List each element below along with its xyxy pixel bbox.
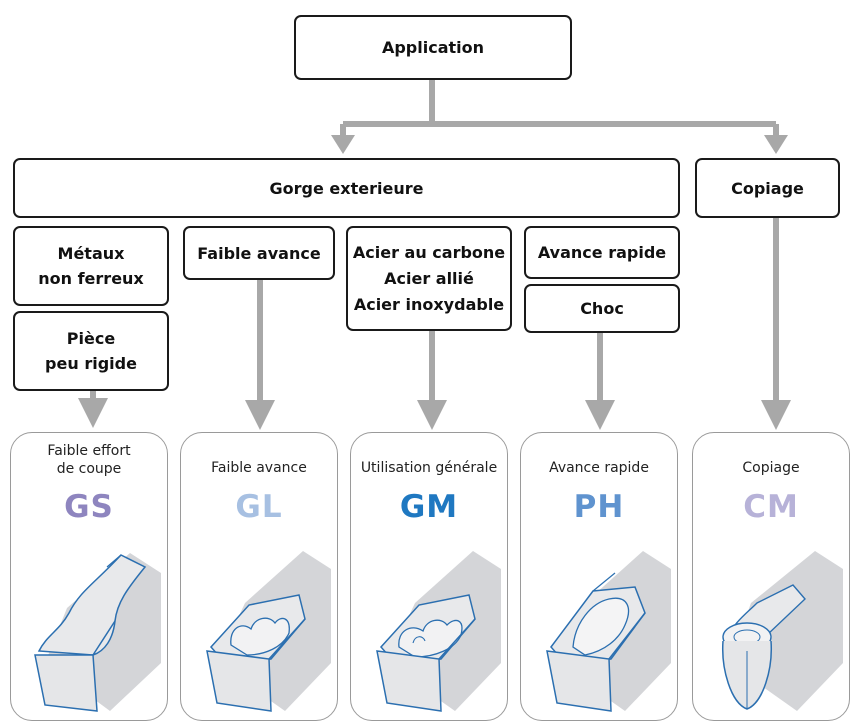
condition-line: peu rigide (45, 354, 137, 373)
low-feed-box: Faible avance (183, 226, 335, 280)
card-label-line: Faible avance (211, 460, 307, 476)
card-gl: Faible avance GL (180, 432, 338, 721)
card-label: Faible avance (181, 459, 337, 477)
condition-line: Avance rapide (537, 243, 667, 262)
chipbreaker-code: GL (235, 489, 283, 525)
card-label: Utilisation générale (351, 459, 507, 477)
card-label-line: Utilisation générale (360, 460, 498, 476)
condition-line: Acier allié (384, 268, 474, 288)
chipbreaker-code: PH (573, 489, 625, 525)
application-box: Application (294, 15, 572, 80)
condition-line: Pièce (66, 329, 116, 348)
arrow-head (245, 400, 275, 430)
copying-label: Copiage (731, 178, 804, 198)
arrow-head (585, 400, 615, 430)
card-label-line: de coupe (56, 461, 122, 477)
arrow-head (761, 400, 791, 430)
high-feed-box: Avance rapide (524, 226, 680, 279)
chipbreaker-code: CM (743, 489, 799, 525)
card-label-line: Faible effort (47, 443, 131, 459)
arrow-head (331, 135, 355, 154)
card-ph: Avance rapide PH (520, 432, 678, 721)
application-label: Application (381, 38, 485, 57)
card-gs: Faible effort de coupe GS (10, 432, 168, 721)
gm-insert-illustration (376, 551, 501, 712)
arrow-head (417, 400, 447, 430)
card-cm: Copiage CM (692, 432, 850, 721)
card-label: Copiage (693, 459, 849, 477)
condition-line: Choc (580, 299, 624, 318)
copying-box: Copiage (695, 158, 840, 218)
card-gm: Utilisation générale GM (350, 432, 508, 721)
gl-insert-illustration (206, 551, 331, 712)
non-ferrous-box: Métaux non ferreux (13, 226, 169, 306)
condition-line: Faible avance (197, 243, 321, 263)
card-label: Faible effort de coupe (11, 442, 167, 478)
chipbreaker-code: GM (399, 489, 459, 525)
ph-insert-illustration (546, 551, 671, 712)
card-label: Avance rapide (521, 459, 677, 477)
outer-groove-box: Gorge exterieure (13, 158, 680, 218)
card-label-line: Copiage (742, 460, 800, 476)
card-label-line: Avance rapide (549, 460, 649, 476)
shock-box: Choc (524, 284, 680, 333)
arrow-head (78, 398, 108, 428)
condition-line: Acier au carbone (352, 242, 506, 262)
arrow-head (764, 135, 788, 154)
gs-insert-illustration (34, 553, 161, 712)
condition-line: Acier inoxydable (353, 294, 505, 314)
chipbreaker-code: GS (64, 489, 114, 525)
outer-groove-label: Gorge exterieure (269, 178, 424, 198)
steel-box: Acier au carbone Acier allié Acier inoxy… (346, 226, 512, 331)
condition-line: Métaux (57, 244, 125, 263)
low-rigidity-box: Pièce peu rigide (13, 311, 169, 391)
cm-insert-illustration (722, 551, 843, 711)
condition-line: non ferreux (38, 269, 144, 288)
